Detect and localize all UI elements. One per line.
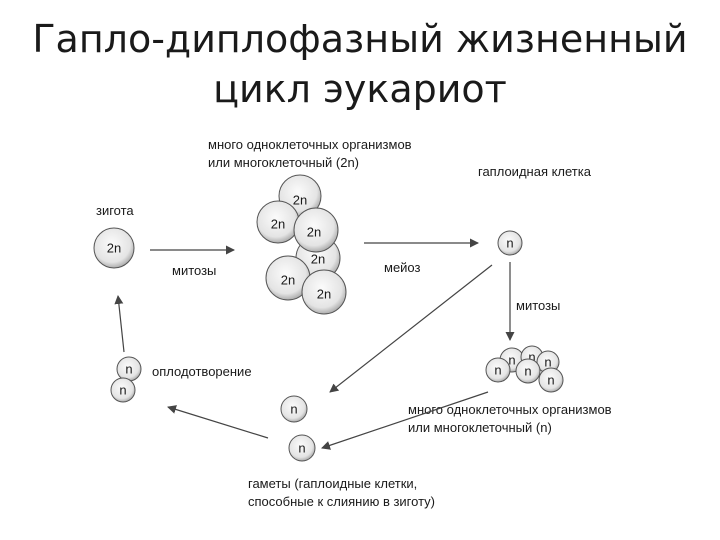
- svg-text:n: n: [528, 350, 535, 365]
- fertilization-label: оплодотворение: [152, 364, 252, 379]
- svg-text:n: n: [125, 362, 132, 377]
- svg-text:2n: 2n: [307, 225, 321, 240]
- gamete-cell: n: [280, 395, 308, 423]
- title-line-1: Гапло-диплофазный жизненный: [32, 17, 688, 61]
- meiosis-label: мейоз: [384, 260, 421, 275]
- haploid-organisms-label-2: или многоклеточный (n): [408, 420, 552, 435]
- svg-text:n: n: [298, 441, 305, 456]
- haploid-cell-label: гаплоидная клетка: [478, 164, 592, 179]
- haploid-cell: n: [538, 367, 564, 393]
- arrow-organisms-to-gamete: [321, 391, 489, 450]
- gametes-label-1: гаметы (гаплоидные клетки,: [248, 476, 417, 491]
- zygote-ploidy: 2n: [107, 241, 121, 256]
- slide-title: Гапло-диплофазный жизненный цикл эукарио…: [0, 14, 720, 114]
- haploid-organisms-label-1: много одноклеточных организмов: [408, 402, 612, 417]
- gamete-cell: n: [288, 434, 316, 462]
- diploid-cell-cluster: 2n 2n 2n 2n 2n 2n: [256, 174, 347, 315]
- haploid-cell: n: [515, 358, 541, 384]
- svg-text:n: n: [494, 363, 501, 378]
- diploid-cell: 2n: [301, 269, 347, 315]
- diploid-cell: 2n: [256, 200, 300, 244]
- svg-text:n: n: [524, 364, 531, 379]
- zygote-cell: 2n: [93, 227, 135, 269]
- title-line-2: цикл эукариот: [213, 67, 507, 111]
- svg-text:2n: 2n: [317, 287, 331, 302]
- fusing-gamete-cell: n: [110, 377, 136, 403]
- gametes-label-2: способные к слиянию в зиготу): [248, 494, 435, 509]
- svg-text:n: n: [544, 355, 551, 370]
- svg-text:n: n: [290, 402, 297, 417]
- svg-text:2n: 2n: [281, 273, 295, 288]
- svg-text:n: n: [506, 236, 513, 251]
- fusing-gamete-cell: n: [116, 356, 142, 382]
- mitoses-right-label: митозы: [516, 298, 560, 313]
- svg-text:n: n: [119, 383, 126, 398]
- haploid-cell: n: [536, 350, 560, 374]
- haploid-cell: n: [485, 357, 511, 383]
- diploid-cell: 2n: [293, 207, 339, 253]
- haploid-cell-cluster: n n n n n n: [485, 345, 564, 393]
- mitoses-left-label: митозы: [172, 263, 216, 278]
- arrow-gametes-fusion: [167, 405, 269, 439]
- arrow-haploid-to-gamete: [329, 264, 493, 393]
- arrow-to-zygote: [114, 295, 125, 353]
- diploid-organisms-label-1: много одноклеточных организмов: [208, 137, 412, 152]
- svg-text:2n: 2n: [271, 217, 285, 232]
- svg-text:n: n: [547, 373, 554, 388]
- zygote-label: зигота: [96, 203, 134, 218]
- diploid-organisms-label-2: или многоклеточный (2n): [208, 155, 359, 170]
- svg-text:2n: 2n: [311, 252, 325, 267]
- svg-text:n: n: [508, 353, 515, 368]
- haploid-cell: n: [497, 230, 523, 256]
- svg-text:2n: 2n: [293, 193, 307, 208]
